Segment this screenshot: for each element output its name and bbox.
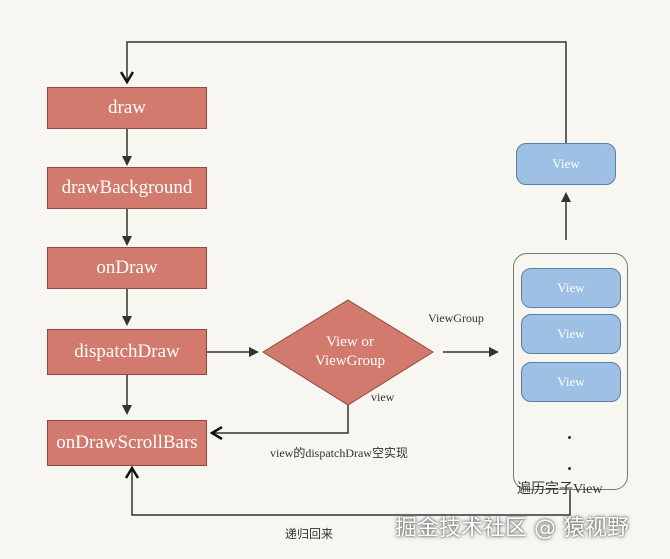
edge-label-view-dispatch-empty: view的dispatchDraw空实现 (270, 446, 408, 460)
child-view-2-label: View (557, 326, 585, 341)
watermark: 掘金技术社区 @ 猿视野 (395, 516, 629, 541)
node-on-draw-scroll-bars: onDrawScrollBars (47, 420, 207, 466)
node-dispatch-draw: dispatchDraw (47, 329, 207, 375)
node-draw-background-label: drawBackground (61, 177, 193, 198)
decision-label: View or ViewGroup (275, 333, 425, 371)
decision-label-line2: ViewGroup (315, 353, 385, 369)
node-on-draw-scroll-bars-label: onDrawScrollBars (56, 432, 198, 453)
viewgroup-children-container (513, 253, 628, 490)
view-top-node: View (516, 143, 616, 185)
decision-label-line1: View or (326, 334, 374, 350)
node-draw-background: drawBackground (47, 167, 207, 209)
edge-label-view: view (371, 390, 395, 404)
node-on-draw-label: onDraw (96, 257, 158, 278)
edge-label-traverse-children: 遍历完子View (517, 482, 603, 497)
edge-label-recurse-back: 递归回来 (285, 527, 334, 541)
node-draw: draw (47, 87, 207, 129)
ellipsis-dot-2 (568, 467, 571, 470)
child-view-1-label: View (557, 280, 585, 295)
node-draw-label: draw (108, 97, 146, 118)
child-view-2: View (521, 314, 621, 354)
child-view-1: View (521, 268, 621, 308)
child-view-3-label: View (557, 374, 585, 389)
decision-diamond (262, 299, 434, 406)
node-on-draw: onDraw (47, 247, 207, 289)
ellipsis-dot-1 (568, 436, 571, 439)
node-dispatch-draw-label: dispatchDraw (74, 341, 180, 362)
edge-label-viewgroup: ViewGroup (428, 311, 484, 325)
view-top-label: View (552, 156, 580, 171)
child-view-3: View (521, 362, 621, 402)
